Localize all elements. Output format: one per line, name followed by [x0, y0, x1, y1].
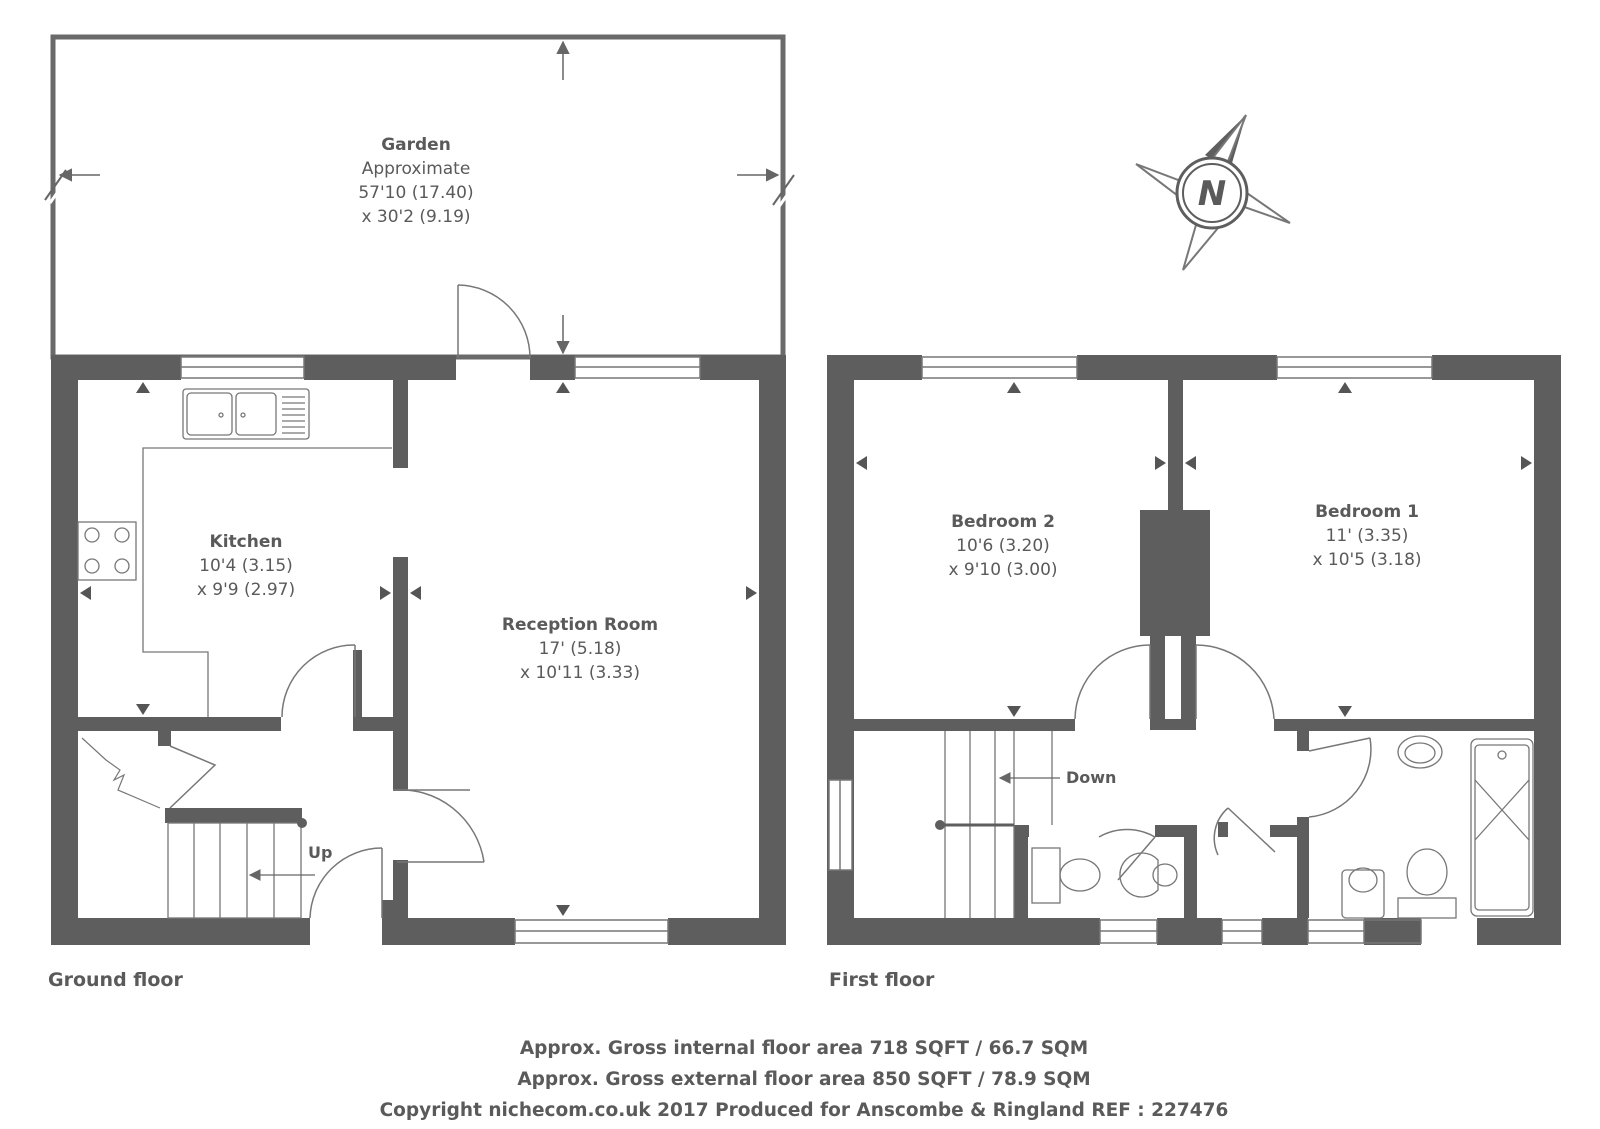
- bedroom2-name: Bedroom 2: [951, 512, 1055, 532]
- garden-name: Garden: [381, 135, 451, 155]
- bedroom2-line1: 10'6 (3.20): [956, 536, 1050, 556]
- bathroom-fittings: [1031, 735, 1534, 919]
- kitchen-fittings: [77, 388, 392, 717]
- compass-icon: [1135, 114, 1291, 271]
- garden-line2: 57'10 (17.40): [358, 183, 473, 203]
- bedroom1-line2: x 10'5 (3.18): [1312, 550, 1421, 570]
- bedroom1-line1: 11' (3.35): [1326, 526, 1409, 546]
- footer-internal-area: Approx. Gross internal floor area 718 SQ…: [520, 1038, 1088, 1059]
- footer-external-area: Approx. Gross external floor area 850 SQ…: [517, 1069, 1090, 1090]
- reception-line1: 17' (5.18): [539, 639, 622, 659]
- stairs-up-label: Up: [308, 843, 332, 862]
- ground-floor-walls: [51, 355, 786, 945]
- ground-doors: [169, 284, 531, 919]
- first-stairs: [935, 731, 1060, 918]
- footer-copyright: Copyright nichecom.co.uk 2017 Produced f…: [380, 1100, 1229, 1121]
- ground-stairs: [81, 737, 315, 919]
- reception-line2: x 10'11 (3.33): [520, 663, 640, 683]
- first-floor-walls: [827, 355, 1561, 945]
- first-doors: [1074, 644, 1372, 881]
- ground-markers: [80, 382, 757, 916]
- bedroom1-name: Bedroom 1: [1315, 502, 1419, 522]
- first-floor-label: First floor: [829, 969, 935, 991]
- kitchen-line1: 10'4 (3.15): [199, 556, 293, 576]
- bedroom2-line2: x 9'10 (3.00): [948, 560, 1057, 580]
- ground-windows: [180, 356, 701, 944]
- first-markers: [856, 382, 1532, 717]
- reception-name: Reception Room: [502, 615, 658, 635]
- first-windows: [828, 356, 1433, 944]
- compass-north-label: N: [1198, 174, 1226, 214]
- ground-floor-label: Ground floor: [48, 969, 183, 991]
- kitchen-name: Kitchen: [210, 532, 283, 552]
- garden-line1: Approximate: [362, 159, 471, 179]
- garden-line3: x 30'2 (9.19): [361, 207, 470, 227]
- kitchen-line2: x 9'9 (2.97): [197, 580, 295, 600]
- stairs-down-label: Down: [1066, 768, 1116, 787]
